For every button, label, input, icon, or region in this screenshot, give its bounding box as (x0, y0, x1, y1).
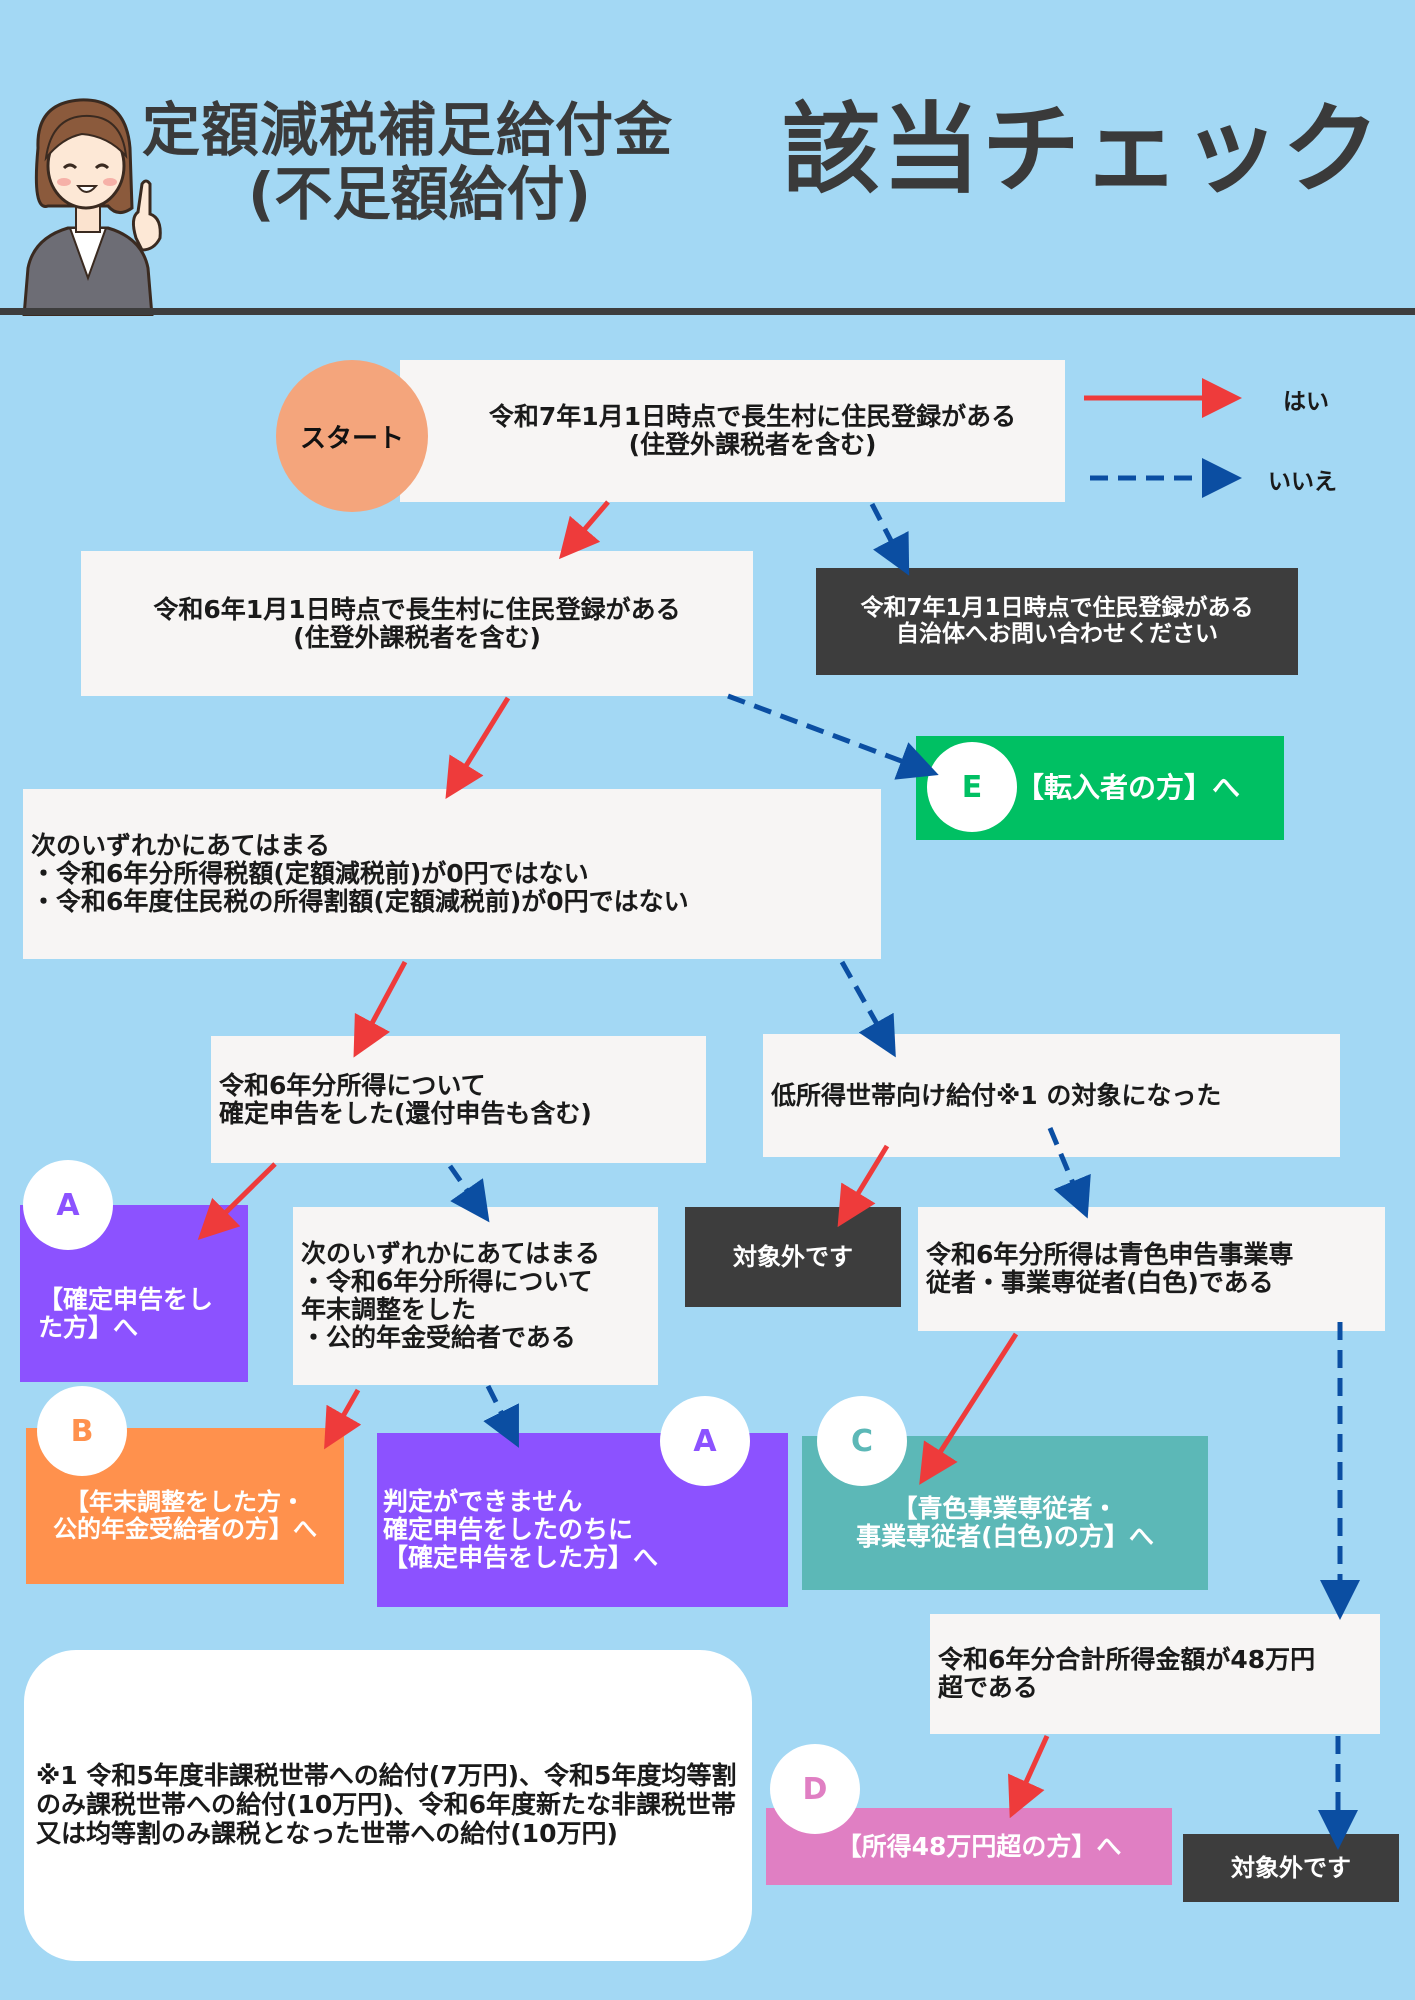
result-c-letter: C (850, 1423, 874, 1459)
result-c-label: 【青色事業専従者・ 事業専従者(白色)の方】へ (856, 1494, 1154, 1551)
question-1-no-result: 令和7年1月1日時点で住民登録がある 自治体へお問い合わせください (816, 568, 1298, 675)
arrow-q6-yes (324, 1388, 362, 1450)
title-right: 該当チェック (782, 93, 1383, 207)
title-line2: (不足額給付) (248, 160, 592, 228)
question-8: 令和6年分合計所得金額が48万円 超である (930, 1614, 1380, 1734)
question-4: 令和6年分所得について 確定申告をした(還付申告も含む) (211, 1036, 706, 1163)
title-line1: 定額減税補足給付金 (142, 96, 674, 164)
question-6: 次のいずれかにあてはまる ・令和6年分所得について 年末調整をした ・公的年金受… (293, 1207, 658, 1385)
result-a2-letter: A (693, 1423, 717, 1459)
result-c-letter-circle: C (817, 1396, 907, 1486)
question-5: 低所得世帯向け給付※1 の対象になった (763, 1034, 1340, 1157)
legend-yes-label: はい (1283, 389, 1329, 415)
arrow-q3-no (839, 960, 896, 1058)
arrow-q6-no (483, 1384, 519, 1448)
result-a2-letter-circle: A (660, 1396, 750, 1486)
arrow-q2-yes (445, 696, 511, 800)
footnote-text: ※1 令和5年度非課税世帯への給付(7万円)、令和5年度均等割のみ課税世帯への給… (36, 1761, 737, 1848)
result-a1-label: 【確定申告をし た方】へ (38, 1284, 214, 1342)
result-b-label: 【年末調整をした方・ 公的年金受給者の方】へ (53, 1488, 317, 1543)
question-2: 令和6年1月1日時点で長生村に住民登録がある (住登外課税者を含む) (81, 551, 753, 696)
result-d-letter-circle: D (770, 1744, 860, 1834)
result-a1-letter: A (56, 1187, 80, 1223)
header-divider (0, 308, 1415, 315)
legend-no-label: いいえ (1268, 469, 1337, 495)
start-label: スタート (299, 423, 404, 454)
arrow-q4-no (447, 1164, 490, 1223)
question-7: 令和6年分所得は青色申告事業専 従者・事業専従者(白色)である (918, 1207, 1385, 1331)
result-e-letter-circle: E (927, 742, 1017, 832)
result-e-letter: E (961, 769, 983, 805)
arrow-q3-yes (353, 960, 408, 1058)
header: 定額減税補足給付金 (不足額給付) 該当チェック (0, 0, 1415, 318)
result-b-letter: B (70, 1413, 94, 1449)
result-a1-letter-circle: A (23, 1160, 113, 1250)
result-a2-label: 判定ができません 確定申告をしたのちに 【確定申告をした方】へ (383, 1487, 659, 1572)
out-of-scope-2: 対象外です (1183, 1834, 1399, 1902)
result-b: 【年末調整をした方・ 公的年金受給者の方】へ (26, 1428, 344, 1584)
arrow-q1-no (869, 502, 910, 576)
result-e-label: 【転入者の方】へ (1016, 771, 1241, 805)
legend: はい いいえ (1080, 370, 1380, 500)
result-d-letter: D (802, 1771, 828, 1807)
result-d-label: 【所得48万円超の方】へ (836, 1831, 1122, 1861)
result-b-letter-circle: B (37, 1386, 127, 1476)
arrow-q1-yes (558, 500, 610, 560)
start-circle: スタート (276, 360, 428, 512)
out-of-scope-1: 対象外です (685, 1207, 901, 1307)
arrow-q2-no (727, 693, 939, 780)
question-1: 令和7年1月1日時点で長生村に住民登録がある (住登外課税者を含む) (400, 360, 1065, 502)
woman-illustration (22, 98, 162, 316)
footnote-box: ※1 令和5年度非課税世帯への給付(7万円)、令和5年度均等割のみ課税世帯への給… (24, 1650, 752, 1961)
question-3: 次のいずれかにあてはまる ・令和6年分所得税額(定額減税前)が0円ではない ・令… (23, 789, 881, 959)
arrow-q8-yes (1008, 1734, 1050, 1819)
